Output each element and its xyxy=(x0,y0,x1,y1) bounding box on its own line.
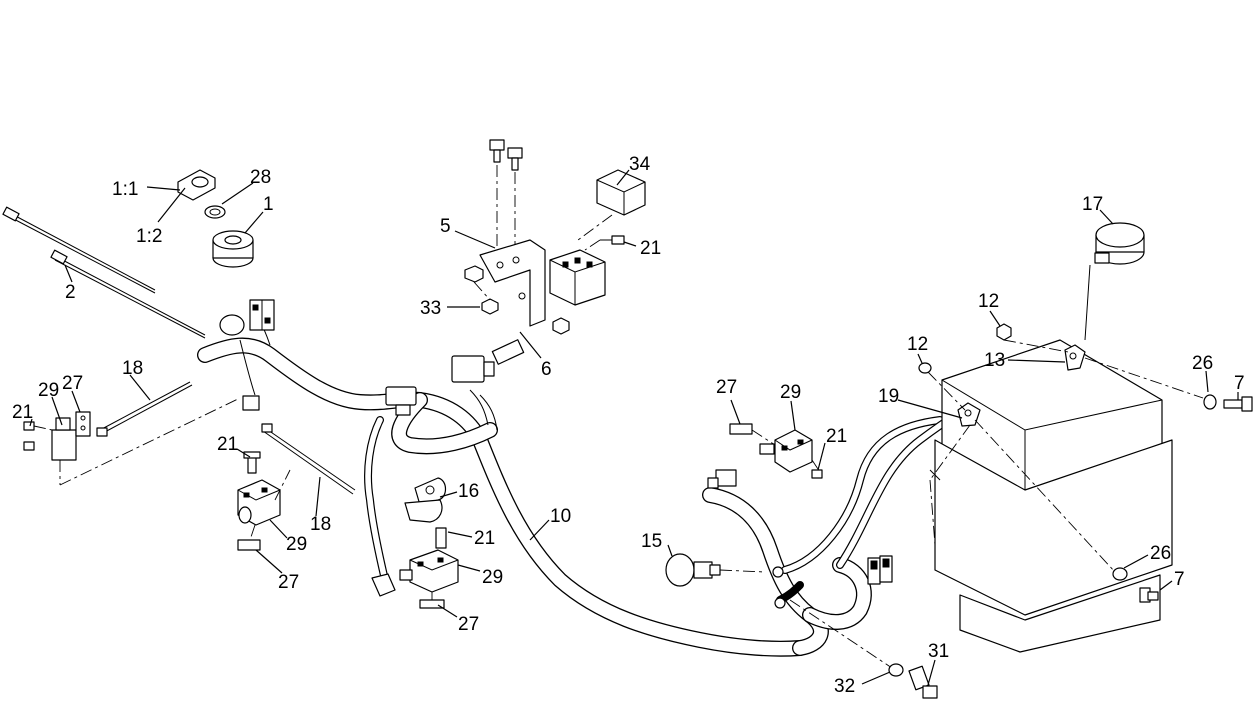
callout-21-center: 21 xyxy=(474,528,495,549)
callout-27-mid: 27 xyxy=(278,572,299,593)
nut-28 xyxy=(204,205,226,219)
callout-27-left: 27 xyxy=(62,373,83,394)
callout-7-upper: 7 xyxy=(1234,373,1245,394)
callout-27-right: 27 xyxy=(716,377,737,398)
callout-29-mid: 29 xyxy=(286,534,307,555)
ignition-switch-1 xyxy=(212,230,254,268)
callout-21-mid: 21 xyxy=(217,434,238,455)
callout-16: 16 xyxy=(458,481,479,502)
callout-31: 31 xyxy=(928,641,949,662)
callout-7-lower: 7 xyxy=(1174,569,1185,590)
callout-28: 28 xyxy=(250,167,271,188)
callout-12-lower: 12 xyxy=(907,334,928,355)
callout-1-1: 1:1 xyxy=(112,179,138,200)
callout-6: 6 xyxy=(541,359,552,380)
callout-27-center: 27 xyxy=(458,614,479,635)
connector-block xyxy=(867,555,893,585)
harness-connector xyxy=(385,339,525,416)
switch-29-center xyxy=(371,527,459,609)
callout-18-mid: 18 xyxy=(310,514,331,535)
cable-tie-18 xyxy=(96,381,356,495)
callout-1: 1 xyxy=(263,194,274,215)
leader-lines xyxy=(29,169,1239,686)
bulb-15 xyxy=(665,553,786,609)
callout-29-center: 29 xyxy=(482,567,503,588)
callout-12-upper: 12 xyxy=(978,291,999,312)
horn-17 xyxy=(1084,222,1145,341)
callout-13: 13 xyxy=(984,350,1005,371)
switch-29-mid xyxy=(237,451,291,551)
nuts-33 xyxy=(464,265,570,335)
callout-26-lower: 26 xyxy=(1150,543,1171,564)
callout-2: 2 xyxy=(65,282,76,303)
key-1-1 xyxy=(177,169,216,201)
clamp-16 xyxy=(404,477,447,523)
switch-29-left xyxy=(23,395,260,486)
relay-socket xyxy=(549,249,606,306)
callout-19: 19 xyxy=(878,386,899,407)
relay-34 xyxy=(577,169,646,241)
callout-1-2: 1:2 xyxy=(136,226,162,247)
callout-29-right: 29 xyxy=(780,382,801,403)
wire-harness-10 xyxy=(197,309,1064,657)
battery-box xyxy=(929,339,1173,653)
callout-5: 5 xyxy=(440,216,451,237)
hardware xyxy=(789,323,1253,699)
callout-labels: 1:1 28 1 1:2 2 5 34 21 33 6 18 29 27 21 … xyxy=(12,154,1245,697)
callout-10: 10 xyxy=(550,506,571,527)
screw-21-relay xyxy=(584,235,625,251)
callout-15: 15 xyxy=(641,531,662,552)
switch-29-right xyxy=(707,423,823,489)
cable-tie-2 xyxy=(2,206,206,339)
callout-21-left: 21 xyxy=(12,402,33,423)
callout-34: 34 xyxy=(629,154,651,175)
callout-26-upper: 26 xyxy=(1192,353,1213,374)
switch-connector xyxy=(219,299,275,336)
callout-32: 32 xyxy=(834,676,855,697)
callout-18-left: 18 xyxy=(122,358,143,379)
callout-21-relay: 21 xyxy=(640,238,661,259)
callout-29-left: 29 xyxy=(38,380,59,401)
callout-17: 17 xyxy=(1082,194,1103,215)
callout-21-right: 21 xyxy=(826,426,847,447)
bracket-5 xyxy=(479,239,546,327)
callout-33: 33 xyxy=(420,298,441,319)
bolts xyxy=(489,139,523,255)
